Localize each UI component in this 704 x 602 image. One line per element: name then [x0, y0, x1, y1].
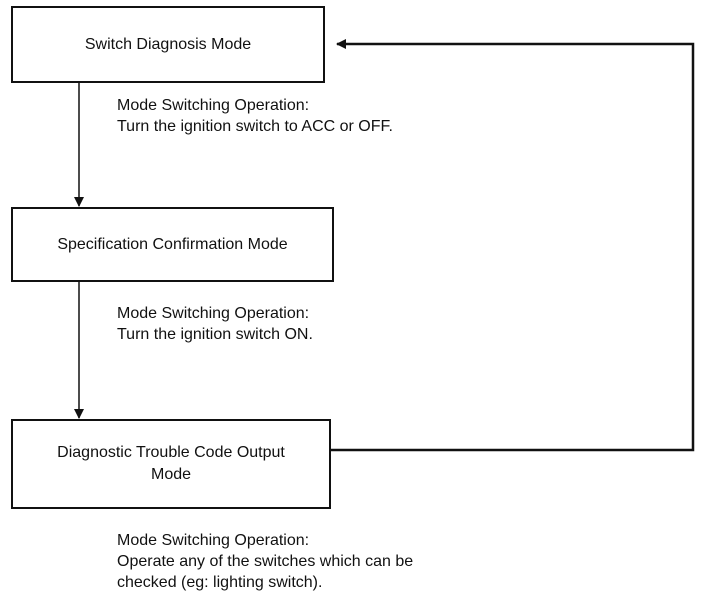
transition-note-1: Mode Switching Operation: Turn the ignit… — [117, 95, 393, 137]
transition-heading: Mode Switching Operation: — [117, 532, 310, 549]
transition-text: Turn the ignition switch ON. — [117, 326, 313, 343]
specification-confirmation-mode-box: Specification Confirmation Mode — [11, 207, 334, 282]
switch-diagnosis-mode-box: Switch Diagnosis Mode — [11, 6, 325, 83]
transition-text: Turn the ignition switch to ACC or OFF. — [117, 118, 393, 135]
arrow-dtc-to-switch — [331, 39, 695, 452]
dtc-output-mode-box: Diagnostic Trouble Code Output Mode — [11, 419, 331, 509]
transition-heading: Mode Switching Operation: — [117, 305, 310, 322]
dtc-output-mode-label: Diagnostic Trouble Code Output Mode — [57, 444, 285, 483]
transition-text: Operate any of the switches which can be… — [117, 553, 414, 591]
specification-confirmation-mode-label: Specification Confirmation Mode — [57, 235, 288, 253]
switch-diagnosis-mode-label: Switch Diagnosis Mode — [84, 35, 252, 53]
transition-note-2: Mode Switching Operation: Turn the ignit… — [117, 303, 313, 345]
transition-note-3: Mode Switching Operation: Operate any of… — [117, 530, 413, 593]
transition-heading: Mode Switching Operation: — [117, 97, 310, 114]
